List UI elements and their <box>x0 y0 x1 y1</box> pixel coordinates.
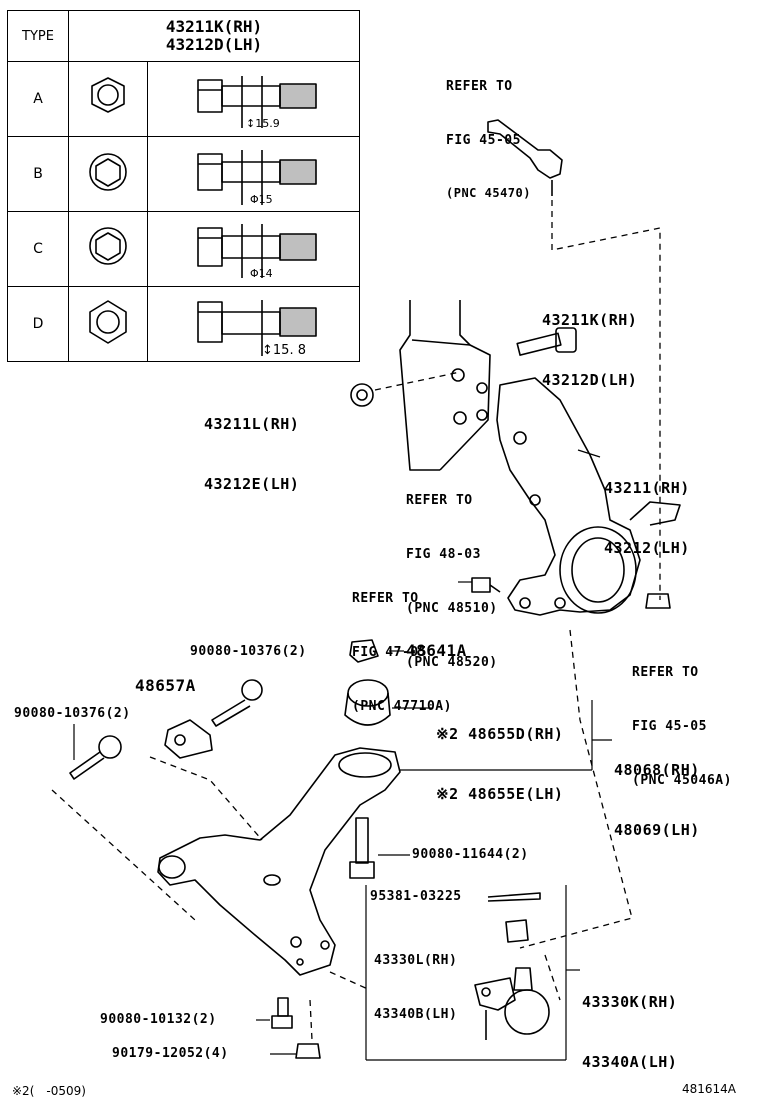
knuckle-lh: 43212(LH) <box>604 539 690 557</box>
type-row-b-bolt <box>147 136 360 212</box>
hub-ref-line1: REFER TO <box>632 665 699 680</box>
hub-ref-line3: (PNC 45046A) <box>632 773 732 788</box>
assembly-dashed-lines <box>51 629 633 1041</box>
lower-arm-shape <box>157 747 401 976</box>
type-row-d-bolt <box>147 286 360 362</box>
nut-43211l-shape <box>350 383 374 407</box>
dim-d-value: 15. 8 <box>272 343 306 358</box>
tie-rod-ref-line1: REFER TO <box>446 79 513 94</box>
ball-joint-label: 43330K(RH) 43340A(LH) <box>582 952 677 1092</box>
brake-ref-line1: REFER TO <box>352 591 419 606</box>
nut-43211l-label: 43211L(RH) 43212E(LH) <box>204 374 299 514</box>
ball-joint-box <box>365 885 567 1061</box>
bolt-11644-label: 90080-11644(2) <box>412 847 529 862</box>
bolt-43211k-label: 43211K(RH) 43212D(LH) <box>542 270 637 410</box>
arm-lh: 48069(LH) <box>614 821 700 839</box>
type-row-c-label: C <box>7 211 69 287</box>
dim-a-value: 15.9 <box>255 117 280 130</box>
brake-bolt-shape <box>471 577 501 593</box>
type-row-c-bolt <box>147 211 360 287</box>
ball-joint-lh: 43340A(LH) <box>582 1053 678 1071</box>
brake-ref-line2: FIG 47-05 <box>352 645 427 660</box>
castle-nut-shape <box>505 919 529 943</box>
bushing-shape <box>344 679 391 726</box>
type-row-a-nut <box>67 61 149 137</box>
bushing-rh: ※2 48655D(RH) <box>436 725 564 743</box>
ball-joint-rh: 43330K(RH) <box>582 993 678 1011</box>
type-row-a-label: A <box>7 61 69 137</box>
arm-rh: 48068(RH) <box>614 761 700 779</box>
bolt-11644-shape <box>349 817 375 879</box>
nut-48641a-shape <box>349 639 379 663</box>
type-row-b-nut <box>67 136 149 212</box>
brake-ref-line3: (PNC 47710A) <box>352 699 452 714</box>
cotter-pin-label: 95381-03225 <box>370 889 462 904</box>
dim-d: ↕15. 8 <box>262 343 306 358</box>
bushing-lh: ※2 48655E(LH) <box>436 785 564 803</box>
hub-nut-shape <box>645 593 671 609</box>
nut-12052-shape <box>295 1043 321 1059</box>
bolt-43211k-lh: 43212D(LH) <box>542 371 638 389</box>
type-row-d-label: D <box>7 286 69 362</box>
type-table-part-lh: 43212D(LH) <box>165 35 263 54</box>
bolt-10376-left-shape <box>69 735 122 780</box>
castle-nut-label: 43330L(RH) 43340B(LH) <box>374 916 457 1042</box>
leader-lines <box>73 449 612 1055</box>
bolt-10376-upper-shape <box>211 679 263 727</box>
strut-shape <box>399 300 491 471</box>
dim-b-value: 15 <box>258 193 273 206</box>
nut-43211l-lh: 43212E(LH) <box>204 475 300 493</box>
knuckle-rh: 43211(RH) <box>604 479 690 497</box>
tie-rod-leader <box>551 200 661 600</box>
arm-label: 48068(RH) 48069(LH) <box>614 720 700 860</box>
ball-joint-shape <box>474 967 550 1040</box>
strut-ref-label: REFER TO FIG 48-03 (PNC 48510) (PNC 4852… <box>406 456 498 690</box>
type-row-b-label: B <box>7 136 69 212</box>
castle-nut-rh: 43330L(RH) <box>374 953 458 968</box>
type-row-c-nut <box>67 211 149 287</box>
bolt-10376-upper-label: 90080-10376(2) <box>190 644 307 659</box>
bolt-10132-label: 90080-10132(2) <box>100 1012 217 1027</box>
dim-c: Φ14 <box>250 267 273 280</box>
tie-rod-ref-label: REFER TO FIG 45-05 (PNC 45470) <box>446 42 531 219</box>
nut-43211l-rh: 43211L(RH) <box>204 415 300 433</box>
knuckle-shape <box>496 377 681 616</box>
dim-c-value: 14 <box>258 267 273 280</box>
strut-ref-line2: FIG 48-03 <box>406 547 481 562</box>
strut-ref-line1: REFER TO <box>406 493 473 508</box>
cotter-pin-shape <box>487 892 541 902</box>
castle-nut-lh: 43340B(LH) <box>374 1007 458 1022</box>
bracket-48657a-label: 48657A <box>135 676 196 695</box>
strut-ref-line4: (PNC 48520) <box>406 655 498 670</box>
bolt-10132-shape <box>271 997 293 1029</box>
hub-ref-label: REFER TO FIG 45-05 (PNC 45046A) <box>632 628 732 808</box>
bolt-43211k-rh: 43211K(RH) <box>542 311 638 329</box>
nut-48641a-label: 48641A <box>406 641 467 660</box>
nut-12052-label: 90179-12052(4) <box>112 1046 229 1061</box>
strut-ref-line3: (PNC 48510) <box>406 601 498 616</box>
bushing-label: ※2 48655D(RH) ※2 48655E(LH) <box>436 684 563 824</box>
type-table-part-rh: 43211K(RH) <box>165 17 263 36</box>
footnote: ※2( -0509) <box>12 1084 86 1098</box>
bolt-43211k-shape <box>516 327 577 356</box>
type-row-d-nut <box>67 286 149 362</box>
hub-ref-line2: FIG 45-05 <box>632 719 707 734</box>
tie-rod-ref-line2: FIG 45-05 <box>446 133 521 148</box>
type-header: TYPE <box>7 10 69 62</box>
type-row-a-bolt <box>147 61 360 137</box>
dim-a: ↕15.9 <box>246 117 280 130</box>
tie-rod-end-shape <box>487 119 563 196</box>
bracket-48657a-shape <box>164 719 213 759</box>
tie-rod-ref-line3: (PNC 45470) <box>446 186 531 200</box>
type-table: TYPE 43211K(RH) 43212D(LH) A B C D <box>7 10 360 362</box>
nut-l-leader <box>374 371 461 391</box>
type-table-part-header: 43211K(RH) 43212D(LH) <box>68 10 360 62</box>
knuckle-label: 43211(RH) 43212(LH) <box>604 438 690 578</box>
diagram-id: 481614A <box>682 1082 737 1096</box>
brake-ref-label: REFER TO FIG 47-05 (PNC 47710A) <box>352 554 452 734</box>
bolt-10376-left-label: 90080-10376(2) <box>14 706 131 721</box>
dim-b: Φ15 <box>250 193 273 206</box>
